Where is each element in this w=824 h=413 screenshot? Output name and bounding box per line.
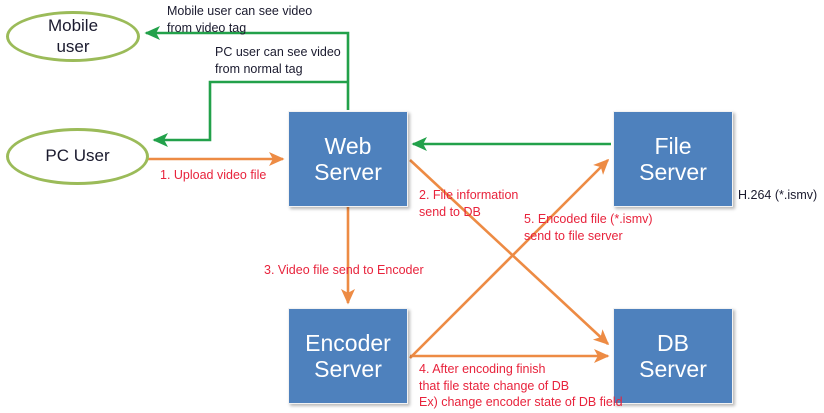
annotation-step-3-video-file: 3. Video file send to Encoder [264, 263, 424, 277]
actor-pc-user[interactable]: PC User [6, 128, 149, 185]
annotation-step-5-encoded-file: 5. Encoded file (*.ismv) send to file se… [524, 212, 653, 243]
annotation-step-2-file-information: 2. File information send to DB [419, 188, 519, 219]
annotation-step-4-after-encoding: 4. After encoding finish that file state… [419, 362, 623, 409]
annotation-step-1-upload: 1. Upload video file [160, 168, 267, 182]
node-web-server[interactable]: Web Server [288, 111, 408, 207]
annotation-pc-normal-tag: PC user can see video from normal tag [215, 45, 341, 76]
node-encoder-server[interactable]: Encoder Server [288, 308, 408, 404]
node-encoder-server-label: Encoder Server [305, 329, 391, 382]
node-db-server[interactable]: DB Server [613, 308, 733, 404]
actor-pc-user-label: PC User [45, 146, 110, 166]
annotation-mobile-video-tag: Mobile user can see video from video tag [167, 4, 313, 35]
node-file-server[interactable]: File Server [613, 111, 733, 207]
annotation-codec-h264: H.264 (*.ismv) [738, 188, 818, 202]
actor-mobile-user-label: Mobile user [47, 16, 99, 56]
node-web-server-label: Web Server [314, 132, 382, 185]
node-db-server-label: DB Server [639, 329, 707, 382]
node-file-server-label: File Server [639, 132, 707, 185]
actor-mobile-user[interactable]: Mobile user [6, 11, 140, 62]
